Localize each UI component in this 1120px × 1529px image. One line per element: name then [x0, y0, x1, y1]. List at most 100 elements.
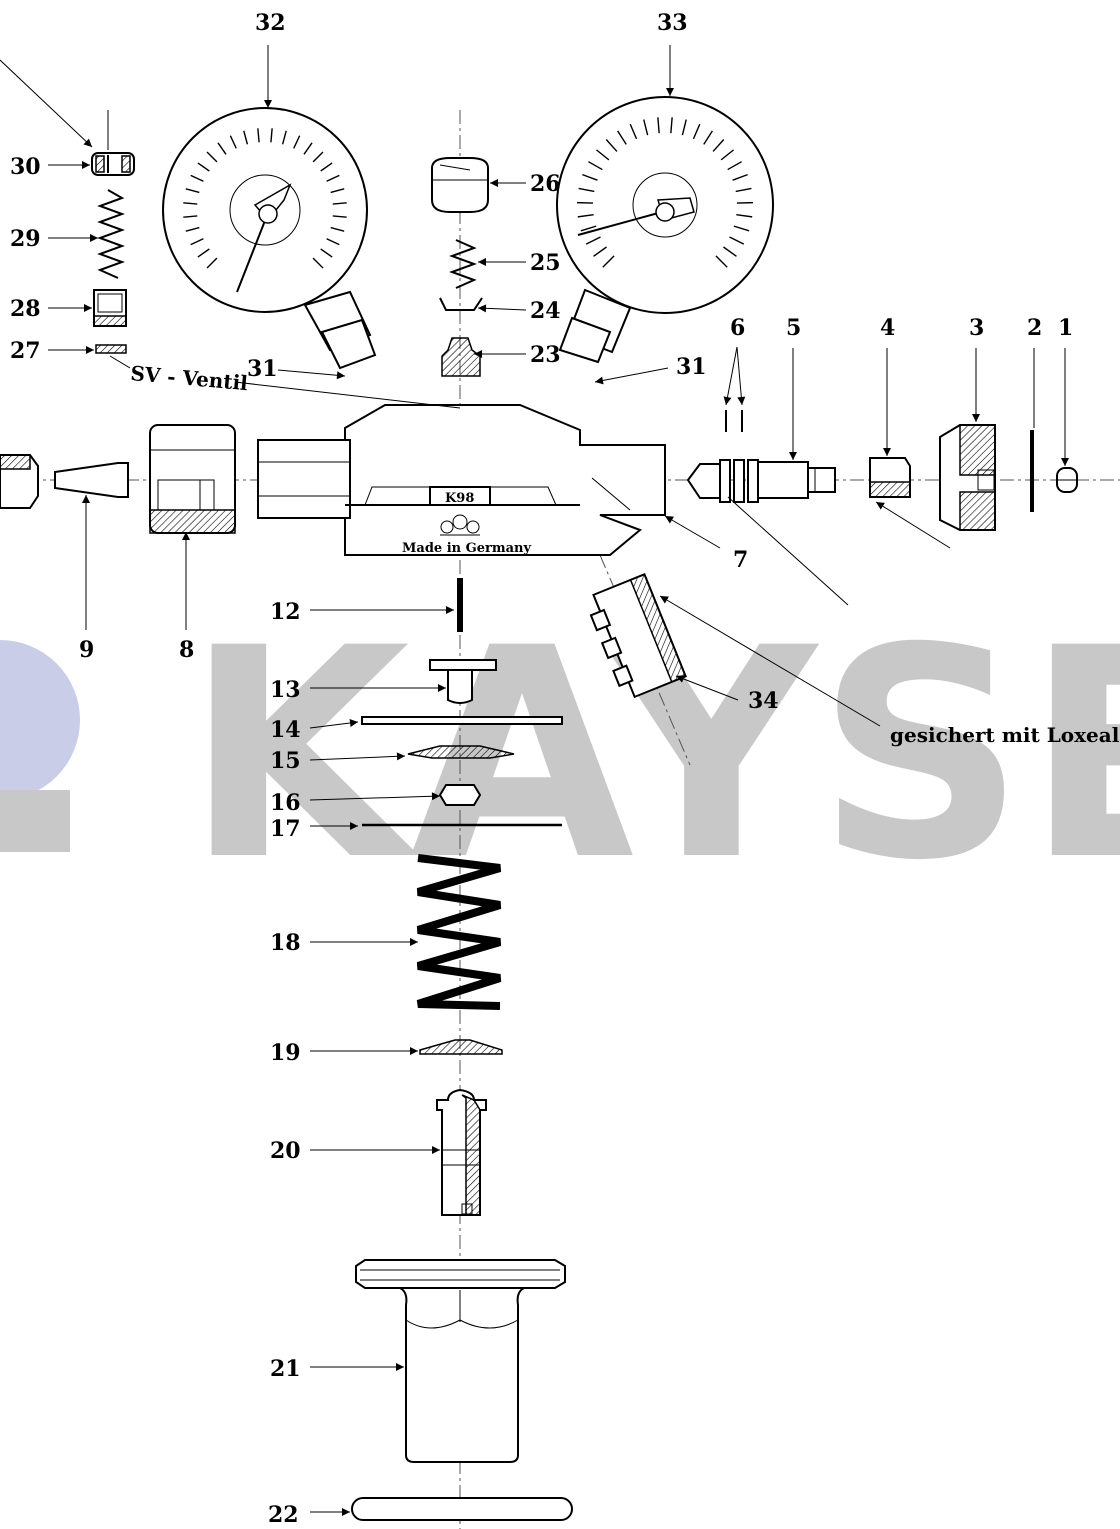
gauge-tick — [197, 162, 210, 172]
gauge-tick — [578, 187, 595, 193]
label-16: 16 — [270, 790, 301, 816]
label-28: 28 — [10, 296, 41, 322]
gauge-tick — [197, 248, 210, 258]
label-15: 15 — [270, 748, 301, 774]
gauge-tick — [692, 123, 701, 140]
gauge-tick — [312, 151, 324, 163]
gauge-tick — [183, 202, 198, 205]
part-3-outlet-nut — [939, 424, 996, 531]
part-24-washer — [439, 297, 483, 311]
gauge-tick — [312, 257, 324, 269]
gauge-tick — [735, 187, 752, 193]
gauge-tick — [217, 142, 227, 155]
part-34-connector — [589, 572, 687, 699]
label-22: 22 — [268, 1502, 299, 1528]
gauge-tick — [330, 226, 345, 232]
sv-ventil-note: SV - Ventil — [130, 361, 250, 395]
gauge-tick — [670, 117, 673, 134]
label-1: 1 — [1058, 315, 1073, 341]
watermark: KAYSER — [0, 587, 1120, 924]
gauge-tick — [712, 139, 725, 152]
gauge-tick — [580, 225, 597, 232]
gauge-tick — [320, 162, 333, 172]
gauge-tick — [617, 130, 627, 145]
label-21: 21 — [270, 1356, 301, 1382]
pressure-gauge-left — [162, 107, 377, 370]
label-25: 25 — [530, 250, 561, 276]
gauge-tick — [190, 238, 204, 246]
part-30-cap — [91, 152, 135, 176]
gauge-tick — [593, 246, 607, 257]
part-22-ring — [351, 1497, 573, 1521]
gauge-tick — [657, 117, 660, 134]
gauge-tick — [281, 130, 287, 145]
label-27: 27 — [10, 338, 41, 364]
label-9: 9 — [79, 637, 94, 663]
gauge-tick — [703, 130, 713, 145]
part-7-regulator-body: K98 Made in Germany — [257, 404, 666, 556]
part-4-bushing — [869, 457, 911, 498]
part-15-plate — [407, 745, 515, 759]
label-18: 18 — [270, 930, 301, 956]
gauge-tick — [332, 202, 347, 205]
gauge-tick — [577, 214, 594, 218]
part-19-spring-plate — [419, 1039, 503, 1055]
gauge-tick — [206, 151, 218, 163]
label-17: 17 — [270, 816, 301, 842]
label-6: 6 — [730, 315, 745, 341]
part-2-seal — [1030, 430, 1034, 512]
gauge-tick — [729, 236, 745, 245]
gauge-tick — [330, 188, 345, 194]
label-31-left: 31 — [247, 356, 278, 382]
label-13: 13 — [270, 677, 301, 703]
part-5-nipple — [686, 459, 836, 503]
gauge-tick — [629, 123, 638, 140]
gauge-tick — [643, 119, 649, 136]
gauge-tick — [602, 255, 615, 268]
gauge-tick — [588, 161, 603, 171]
label-8: 8 — [179, 637, 194, 663]
label-5: 5 — [786, 315, 801, 341]
body-made-in: Made in Germany — [402, 541, 531, 556]
label-14: 14 — [270, 717, 301, 743]
gauge-tick — [190, 174, 204, 182]
label-3: 3 — [969, 315, 984, 341]
body-model: K98 — [445, 491, 474, 506]
gauge-tick — [605, 139, 618, 152]
gauge-tick — [733, 225, 750, 232]
gauge-tick — [715, 255, 728, 268]
part-27-pin — [95, 344, 127, 354]
part-26-plug — [431, 157, 489, 213]
inlet-fitting-cut — [0, 454, 39, 509]
gauge-tick — [229, 135, 237, 149]
gauge-tick — [595, 149, 610, 161]
gauge-tick — [582, 173, 598, 181]
loxeal-note: gesichert mit Loxeal — [890, 723, 1120, 747]
label-19: 19 — [270, 1040, 301, 1066]
part-21-handwheel — [355, 1259, 566, 1463]
label-12: 12 — [270, 599, 301, 625]
label-7: 7 — [733, 547, 748, 573]
leader-lines — [0, 45, 1069, 1516]
gauge-tick — [320, 248, 333, 258]
gauge-tick — [183, 215, 198, 218]
part-18-spring — [416, 854, 502, 1010]
label-31-right: 31 — [676, 354, 707, 380]
part-23-valve-cone — [441, 337, 481, 377]
pressure-gauge-right — [556, 96, 774, 364]
label-24: 24 — [530, 298, 561, 324]
gauge-tick — [681, 119, 687, 136]
gauge-tick — [185, 188, 200, 194]
watermark-bar — [0, 790, 70, 852]
gauge-tick — [303, 142, 313, 155]
part-13-stem — [429, 659, 497, 704]
label-4: 4 — [880, 315, 895, 341]
gauge-tick — [185, 226, 200, 232]
gauge-tick — [720, 149, 735, 161]
gauge-tick — [293, 135, 301, 149]
part-8-union-nut — [149, 424, 236, 534]
label-32: 32 — [255, 10, 286, 36]
part-25-spring — [449, 239, 477, 289]
